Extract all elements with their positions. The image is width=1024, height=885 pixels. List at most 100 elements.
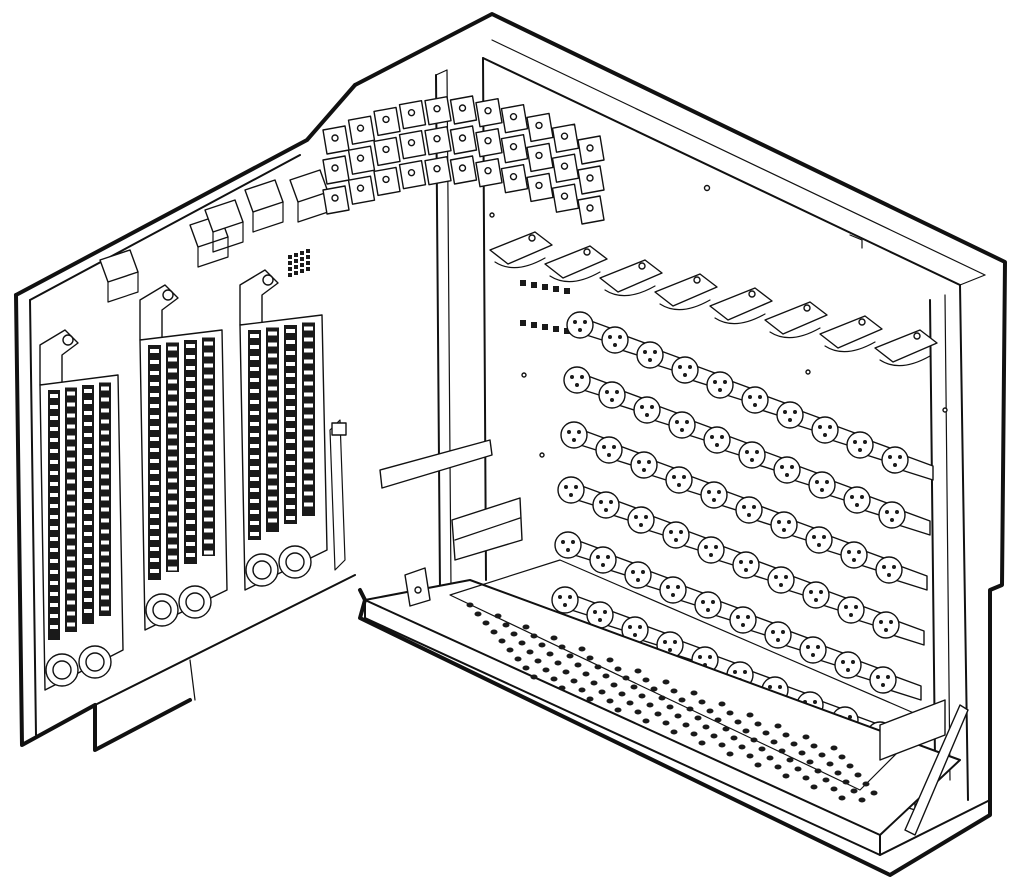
connector-slot	[150, 426, 159, 430]
floor-hole	[850, 788, 858, 794]
connector-slot	[186, 399, 195, 403]
connector-slot	[286, 340, 295, 344]
connector-slot	[84, 389, 92, 393]
connector-strip	[266, 327, 279, 532]
chain-link	[373, 106, 401, 137]
connector-slot	[186, 520, 195, 524]
floor-hole	[838, 795, 846, 801]
connector-slot	[84, 411, 92, 415]
chain-link	[449, 125, 478, 155]
connector-slot	[268, 518, 277, 523]
connector-slot	[150, 360, 159, 364]
small-connector	[564, 288, 570, 294]
connector-slot	[268, 441, 277, 446]
connector-slot	[268, 485, 277, 490]
splice-spool	[881, 446, 934, 481]
floor-hole	[738, 744, 746, 750]
chain-link	[449, 155, 478, 185]
connector-slot	[186, 476, 195, 480]
floor-hole	[814, 768, 822, 774]
floor-hole	[746, 753, 754, 759]
connector-slot	[204, 451, 213, 456]
connector-slot	[67, 578, 75, 583]
connector-slot	[250, 521, 259, 525]
connector-block-side	[107, 271, 139, 303]
floor-hole	[622, 675, 630, 681]
connector-slot	[304, 348, 313, 353]
connector-slot	[101, 518, 109, 523]
floor-hole	[810, 743, 818, 749]
connector-slot	[50, 427, 58, 431]
connector-slot	[67, 523, 75, 528]
chain-link	[577, 195, 605, 225]
floor-hole	[582, 671, 590, 677]
connector-slot	[186, 531, 195, 535]
hook-pin	[62, 334, 74, 346]
floor-hole	[762, 730, 770, 736]
connector-slot	[150, 569, 159, 573]
connector-slot	[50, 570, 58, 574]
floor-hole	[530, 674, 538, 680]
floor-hole	[550, 635, 558, 641]
hook-pin	[162, 289, 174, 301]
connector-slot	[67, 534, 75, 539]
connector-slot	[186, 465, 195, 469]
connector-slot	[150, 371, 159, 375]
floor-hole	[482, 620, 490, 626]
floor-hole	[610, 682, 618, 688]
floor-hole	[474, 611, 482, 617]
connector-slot	[150, 415, 159, 419]
floor-hole	[806, 759, 814, 765]
connector-slot	[67, 402, 75, 407]
connector-slot	[150, 481, 159, 485]
floor-hole	[526, 649, 534, 655]
connector-slot	[204, 550, 213, 555]
connector-slot	[101, 507, 109, 512]
chain-link	[577, 135, 605, 165]
connector-slot	[84, 598, 92, 602]
connector-slot	[168, 346, 177, 351]
connector-slot	[304, 502, 313, 507]
floor-hole	[466, 602, 474, 608]
connector-block	[99, 249, 139, 283]
floor-hole	[822, 777, 830, 783]
connector-slot	[186, 344, 195, 348]
connector-slot	[304, 447, 313, 452]
floor-hole	[618, 691, 626, 697]
connector-block	[204, 199, 244, 233]
small-connector	[531, 282, 537, 288]
connector-slot	[268, 331, 277, 336]
connector-slot	[186, 553, 195, 557]
chain-link	[449, 95, 478, 125]
connector-slot	[67, 512, 75, 517]
connector-slot	[50, 614, 58, 618]
connector-slot	[286, 450, 295, 454]
floor-holes	[466, 602, 878, 803]
connector-slot	[67, 622, 75, 627]
connector-slot	[286, 373, 295, 377]
chain-link	[551, 183, 580, 213]
connector-slot	[204, 396, 213, 401]
connector-slot	[101, 529, 109, 534]
connector-slot	[168, 467, 177, 472]
chain-link	[373, 166, 401, 197]
floor-hole	[718, 742, 726, 748]
floor-hole	[606, 698, 614, 704]
floor-hole	[782, 732, 790, 738]
connector-module	[239, 269, 328, 591]
connector-slot	[268, 452, 277, 457]
connector-strip	[202, 337, 215, 556]
connector-slot	[50, 449, 58, 453]
connector-slot	[67, 490, 75, 495]
connector-slot	[84, 477, 92, 481]
connector-slot	[50, 548, 58, 552]
connector-slot	[150, 437, 159, 441]
connector-slot	[84, 510, 92, 514]
connector-slot	[101, 408, 109, 413]
floor-hole	[566, 653, 574, 659]
connector-slot	[286, 329, 295, 333]
cable-holder	[874, 329, 938, 367]
connector-slot	[50, 438, 58, 442]
floor-hole	[862, 781, 870, 787]
chain-link	[373, 136, 401, 167]
